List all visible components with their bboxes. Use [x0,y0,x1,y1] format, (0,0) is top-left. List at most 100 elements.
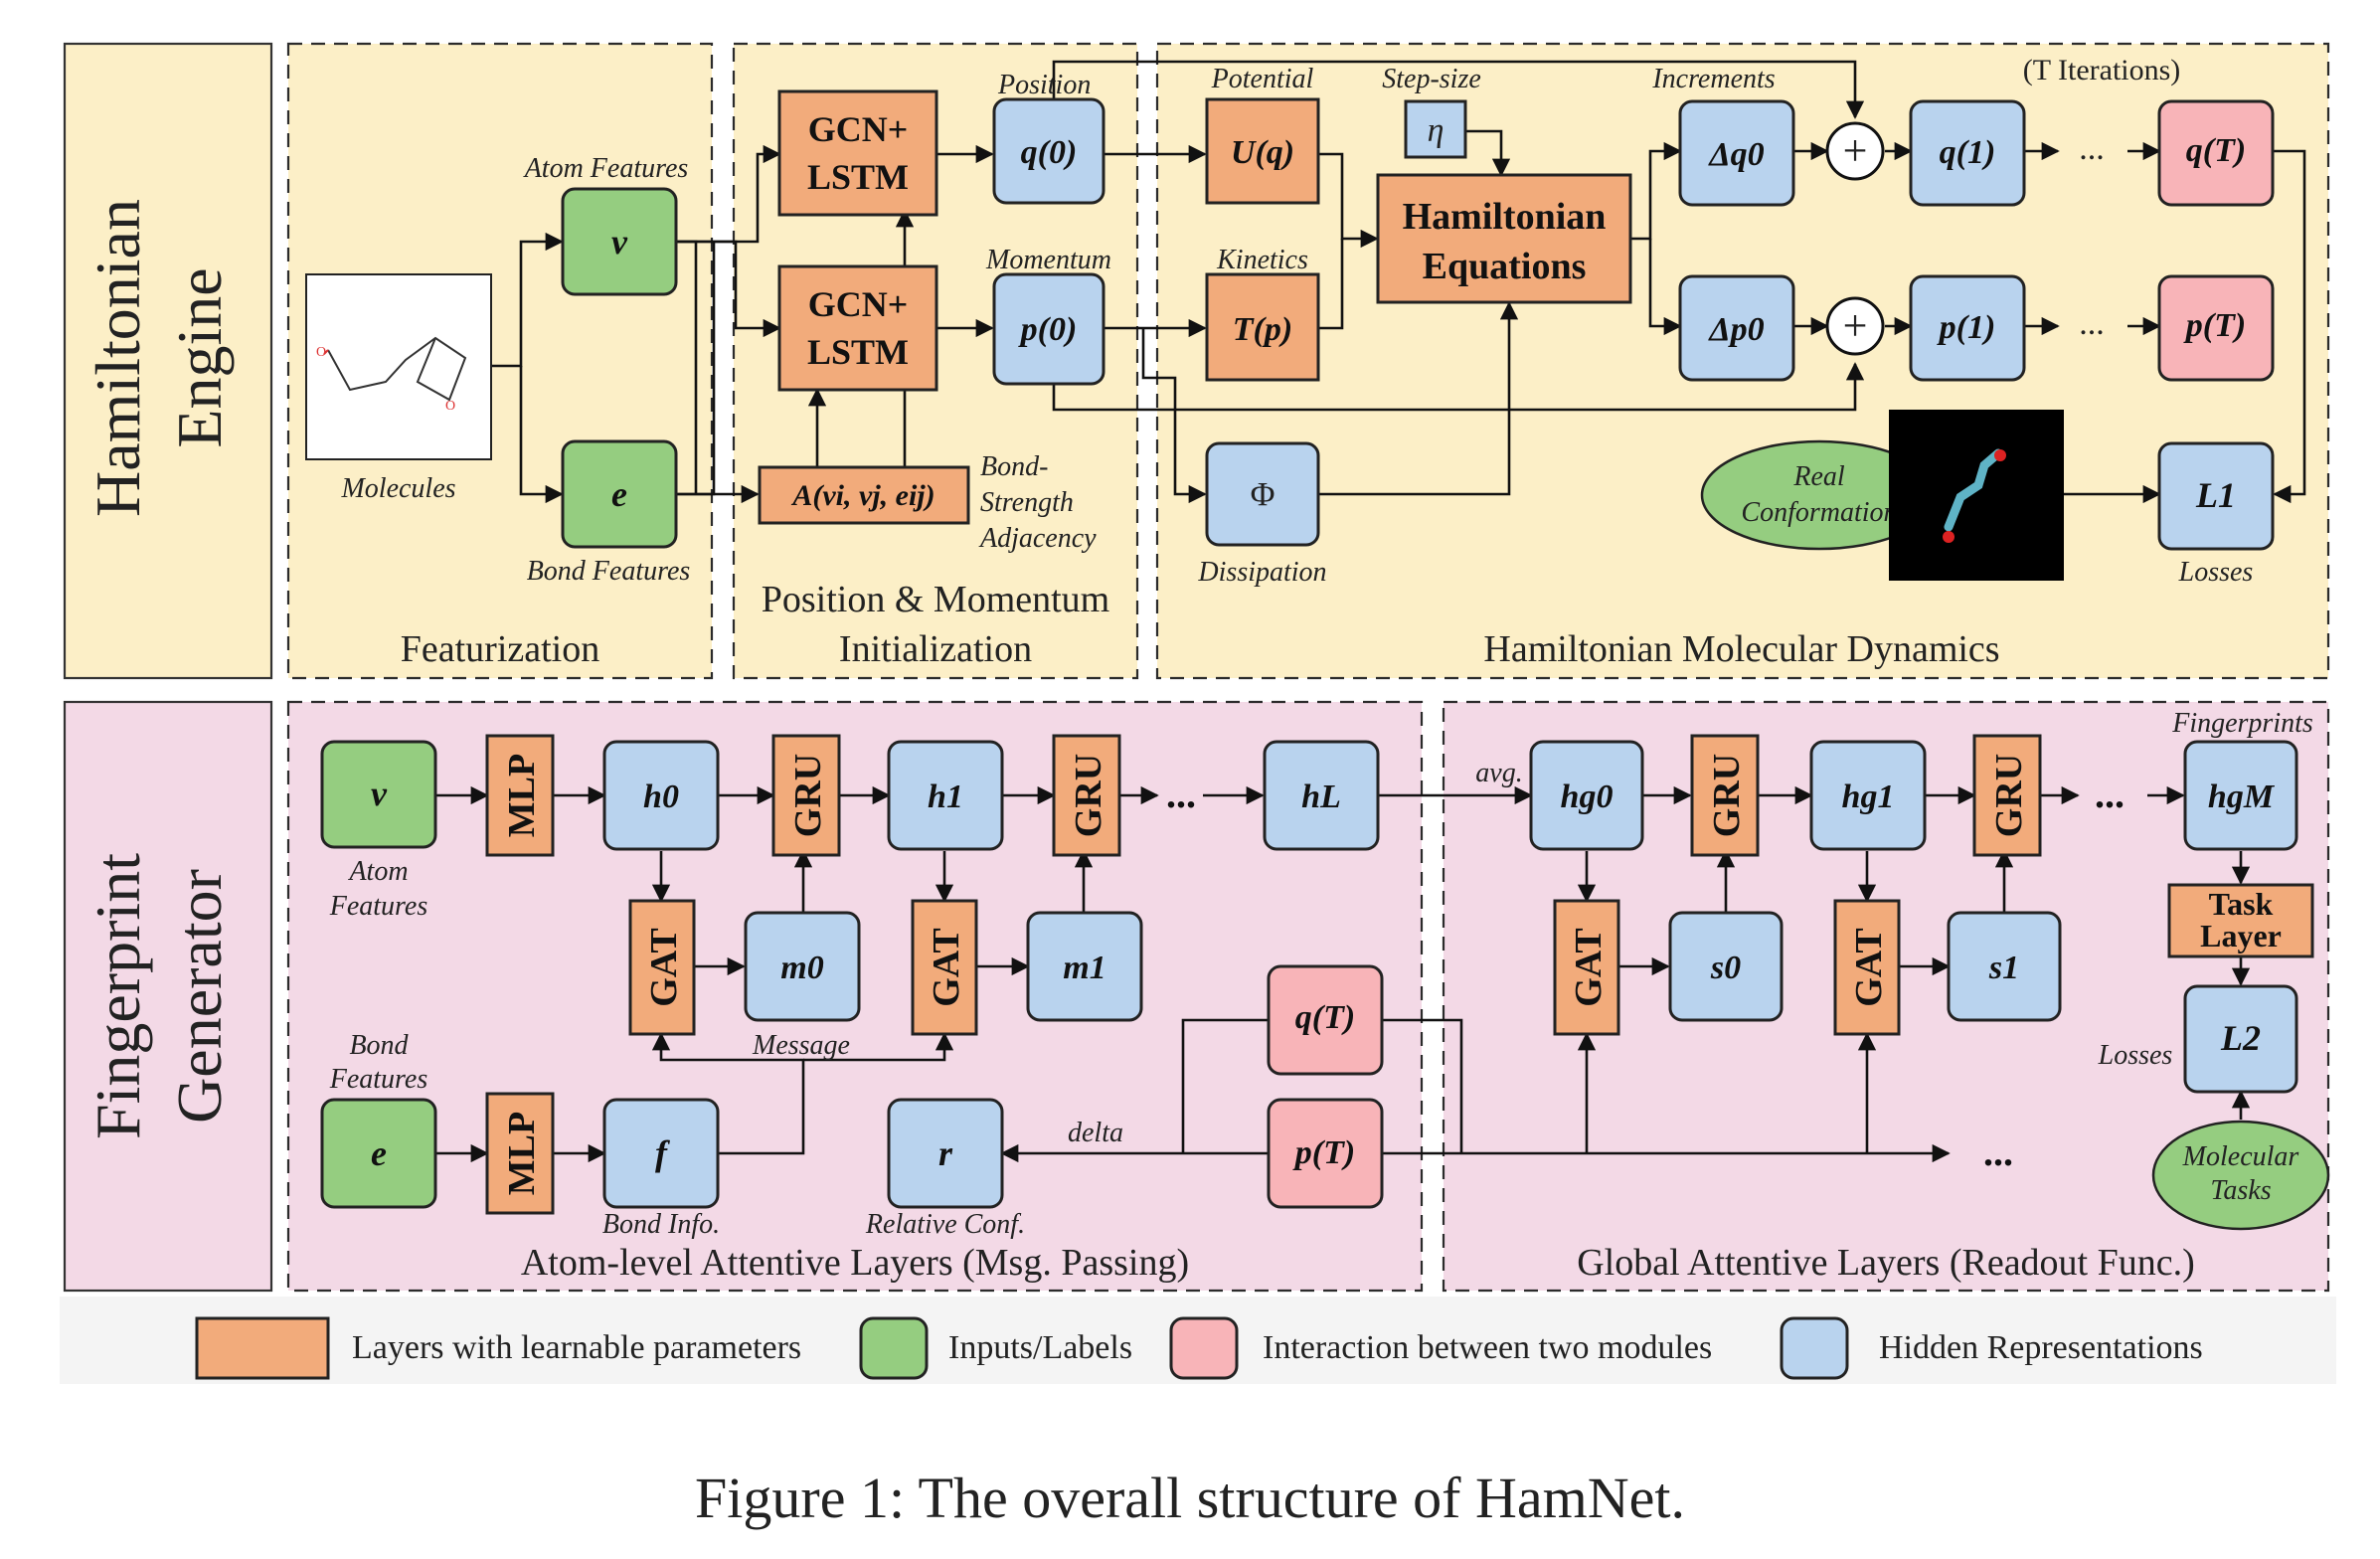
potential-uq-node [1205,97,1320,205]
gcn-lstm-top-line2: LSTM [807,157,909,197]
gat-2-node [911,899,978,1036]
qT-bottom-node [1267,964,1384,1076]
dq0-text: Δq0 [1707,136,1764,173]
gat-1-node [628,899,696,1036]
global-gru-1-node [1690,734,1760,857]
h0-node [602,740,720,851]
global-gru-1-text: GRU [1706,754,1748,837]
dp0-text: Δp0 [1707,311,1764,348]
increments-label: Increments [1651,64,1775,94]
task-layer-line2: Layer [2200,918,2282,953]
add-p-symbol: + [1843,301,1868,350]
m0-node [744,911,861,1022]
bond-info-label: Bond Info. [602,1209,720,1240]
gcn-lstm-bottom-node [777,264,938,392]
section-title-init-1: Position & Momentum [762,579,1109,620]
hamiltonian-equations-node [1376,173,1632,304]
bond-info-f-node [602,1098,720,1209]
figure-caption: Figure 1: The overall structure of HamNe… [695,1466,1685,1530]
e-text: e [611,474,627,514]
legend-label-hidden: Hidden Representations [1879,1329,2203,1366]
bond-strength-label-1: Bond- [980,451,1048,482]
s0-text: s0 [1710,950,1741,986]
section-title-featurization: Featurization [401,628,599,670]
hL-text: hL [1301,779,1341,815]
ellipsis-bus: ... [1983,1129,2013,1174]
qT-top-text: q(T) [2186,132,2246,169]
section-title-dynamics: Hamiltonian Molecular Dynamics [1483,628,1999,670]
molecule-image: O O [305,273,492,460]
task-layer-line1: Task [2209,886,2274,922]
avg-label: avg. [1475,758,1522,788]
side-label-generator: Generator [164,869,235,1124]
ellipsis-p: ... [2079,305,2105,342]
step-size-eta-node [1404,99,1467,159]
message-label: Message [752,1030,850,1061]
h1-text: h1 [928,779,963,815]
fp-atom-v-node [320,740,437,849]
legend-swatch-interaction [1169,1316,1239,1380]
fp-v-text: v [371,774,388,813]
a-func-text: A(vi, vj, eij) [790,479,935,512]
gru-2-node [1052,734,1121,857]
side-label-hamiltonian: Hamiltonian [83,199,153,517]
hamiltonian-engine-side-panel: Hamiltonian Engine [63,42,273,680]
fp-atom-label-2: Features [329,891,428,922]
loss-L1-node [2157,441,2275,551]
m0-text: m0 [780,950,823,986]
bond-strength-label-3: Adjacency [978,523,1097,554]
losses2-label: Losses [2098,1040,2173,1071]
mlp-bottom-text: MLP [501,1112,543,1195]
L1-text: L1 [2195,475,2236,515]
hgM-node [2183,740,2298,851]
gat-1-text: GAT [643,928,685,1007]
ellipsis-q: ... [2079,130,2105,167]
p0-text: p(0) [1018,311,1078,348]
gru-1-text: GRU [787,754,829,837]
gcn-lstm-top-node [777,89,938,217]
relative-conf-r-node [887,1098,1004,1209]
mlp-top-text: MLP [501,754,543,837]
s1-text: s1 [1988,950,2019,986]
fp-bond-e-node [320,1098,437,1209]
real-conformation-line2: Conformation [1741,497,1897,528]
legend-swatch-hidden [1780,1316,1849,1380]
loss-L2-node [2183,984,2298,1094]
molecular-tasks-line1: Molecular [2182,1141,2299,1172]
fp-bond-label-1: Bond [349,1030,409,1061]
gcn-lstm-top-line1: GCN+ [808,109,909,149]
fp-atom-label-1: Atom [347,856,408,887]
gat-2-text: GAT [926,928,967,1007]
conformation-3d-image [1889,410,2064,581]
qT-top-node [2157,99,2275,207]
add-q-symbol: + [1843,126,1868,175]
bond-features-label: Bond Features [527,556,691,587]
eta-text: η [1428,112,1445,149]
legend-label-interaction: Interaction between two modules [1263,1329,1712,1366]
tp-text: T(p) [1233,311,1292,348]
legend-swatch-learnable [195,1316,330,1380]
p0-node [992,272,1105,386]
delta-label: delta [1068,1118,1123,1148]
dissipation-phi-node [1205,441,1320,547]
bond-features-e-node [561,439,678,549]
p1-text: p(1) [1937,309,1996,346]
molecular-tasks-line2: Tasks [2210,1175,2271,1206]
delta-p0-node [1678,274,1795,382]
position-label: Position [997,70,1091,100]
add-q-icon [1825,121,1885,181]
svg-text:O: O [316,345,326,360]
side-label-engine: Engine [164,267,235,447]
ellipsis-hg: ... [2095,772,2125,816]
legend-label-learnable: Layers with learnable parameters [352,1329,801,1366]
r-text: r [938,1133,953,1173]
step-size-label: Step-size [1382,64,1481,94]
kinetics-tp-node [1205,272,1320,382]
potential-label: Potential [1211,64,1314,94]
mlp-top-node [485,734,555,857]
hamiltonian-equations-line1: Hamiltonian [1403,196,1607,238]
bond-strength-adjacency-node [758,465,970,525]
fingerprints-label: Fingerprints [2171,708,2313,739]
h0-text: h0 [643,779,679,815]
molecules-label: Molecules [340,473,455,504]
